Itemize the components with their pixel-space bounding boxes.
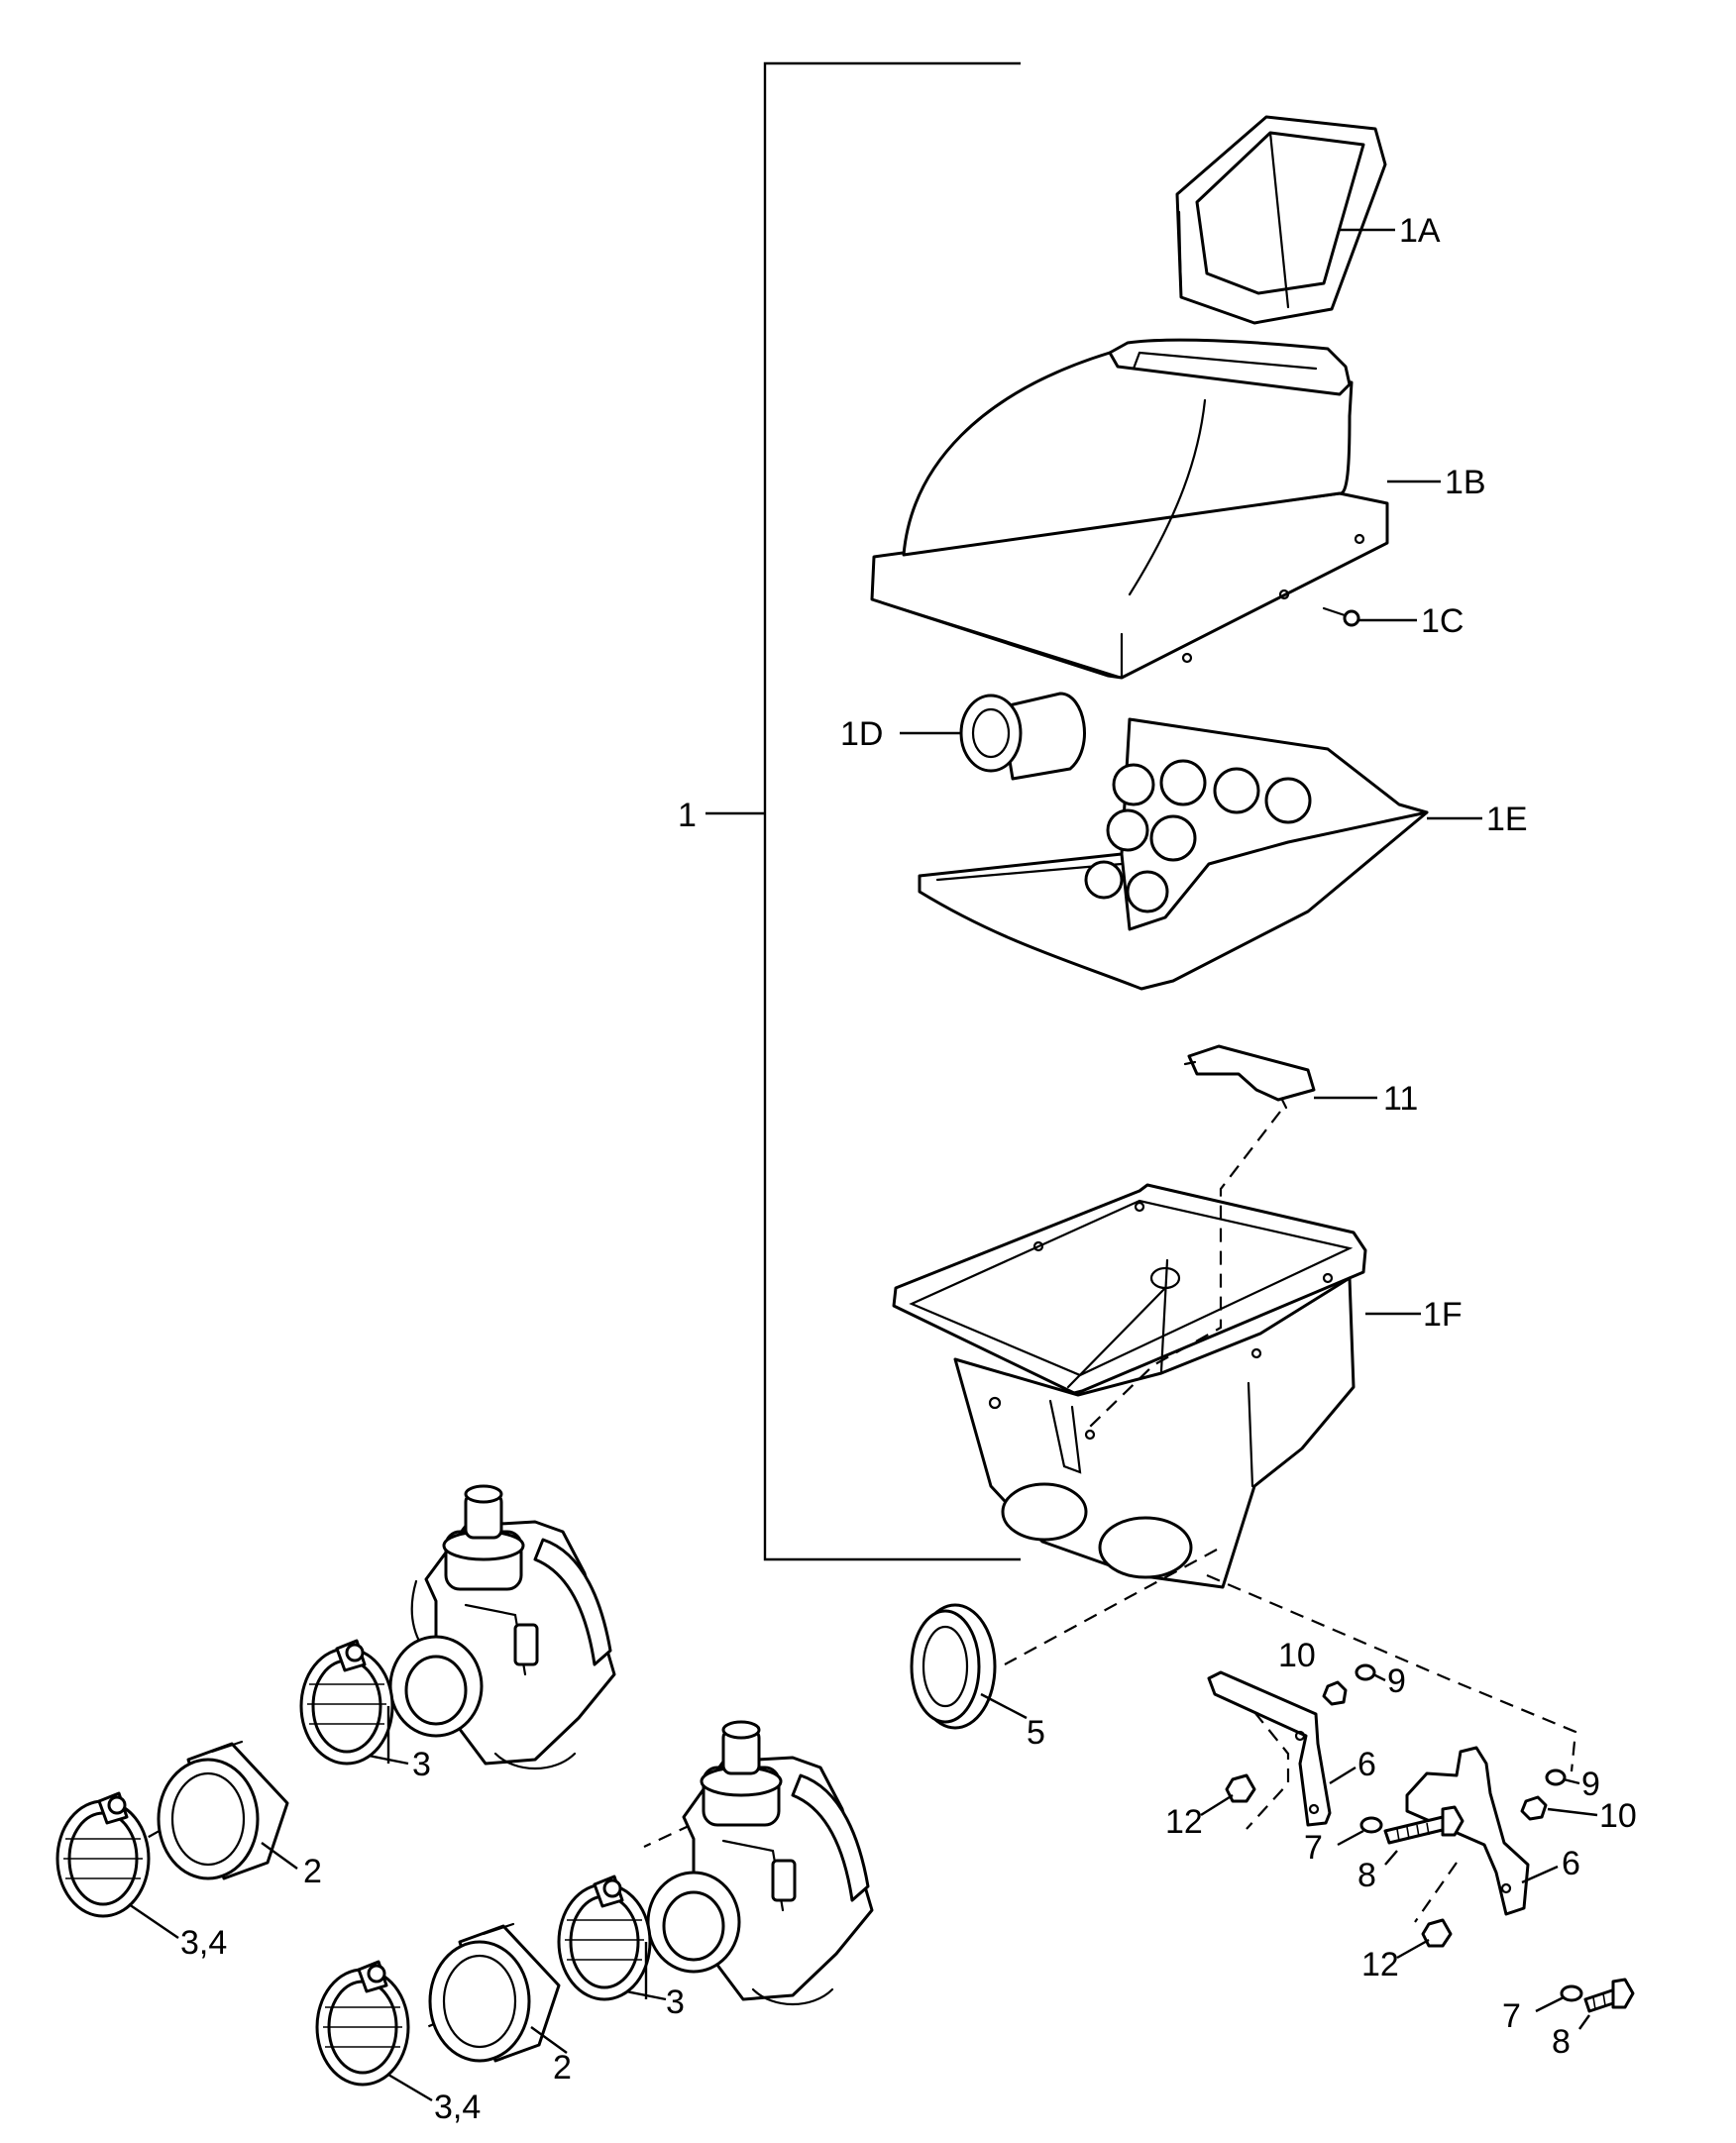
label-3-upper: 3 — [412, 1746, 431, 1783]
part-1d-tube — [900, 692, 1086, 781]
part-11-bracket-clip — [1183, 1044, 1377, 1110]
label-1: 1 — [678, 797, 697, 834]
label-8-lower: 8 — [1552, 2023, 1571, 2061]
part-1c-screw — [1322, 606, 1417, 627]
part-7-washer-upper — [1337, 1816, 1383, 1847]
part-12-nut-upper — [1200, 1773, 1256, 1817]
label-1e: 1E — [1486, 801, 1528, 838]
callout-labels: 1 1A 1B 1C 1D 1E 11 1F 5 3 2 3,4 3 2 3,4… — [180, 212, 1637, 2126]
part-3-clamp-upper — [299, 1639, 409, 1766]
part-6-bracket-left — [1207, 1670, 1356, 1827]
part-8-bolt-lower — [1578, 1978, 1635, 2030]
label-9-lower: 9 — [1581, 1766, 1600, 1803]
part-12-nut-lower — [1396, 1918, 1453, 1960]
label-6-lower: 6 — [1562, 1845, 1580, 1882]
label-34-lower: 3,4 — [434, 2089, 481, 2126]
part-3-clamp-lower — [557, 1875, 667, 2001]
part-8-bolt-upper — [1383, 1805, 1465, 1866]
part-1f-airbox-base — [892, 1183, 1421, 1589]
label-34-upper: 3,4 — [180, 1924, 227, 1962]
part-5-gasket-ring — [910, 1603, 1028, 1730]
label-9-upper: 9 — [1387, 1662, 1406, 1700]
part-6-bracket-right — [1405, 1746, 1559, 1916]
label-7-upper: 7 — [1304, 1829, 1323, 1867]
label-1d: 1D — [840, 715, 883, 753]
label-12-upper: 12 — [1165, 1803, 1203, 1841]
label-7-lower: 7 — [1502, 1997, 1521, 2035]
carburetor-upper — [388, 1484, 616, 1770]
label-2-upper: 2 — [303, 1853, 322, 1890]
label-1a: 1A — [1399, 212, 1441, 250]
label-10-upper: 10 — [1278, 1637, 1316, 1674]
label-1f: 1F — [1423, 1296, 1463, 1334]
part-10-nut-lower — [1520, 1795, 1598, 1821]
label-8-upper: 8 — [1357, 1857, 1376, 1894]
part-34-clamp-lower — [315, 1960, 433, 2102]
part-1e-filter-plate — [918, 717, 1482, 991]
label-3-lower: 3 — [666, 1983, 685, 2021]
label-6-upper: 6 — [1357, 1746, 1376, 1783]
part-2-rubber-boot-upper — [157, 1740, 298, 1880]
label-1c: 1C — [1421, 602, 1464, 640]
label-5: 5 — [1027, 1714, 1045, 1752]
label-12-lower: 12 — [1361, 1946, 1399, 1983]
label-10-lower: 10 — [1599, 1797, 1637, 1835]
carburetor-lower — [646, 1720, 874, 2006]
label-11: 11 — [1383, 1080, 1418, 1118]
part-10-nut-upper — [1322, 1680, 1348, 1706]
part-1b-airbox-cover — [870, 338, 1441, 680]
assembly-bracket — [705, 61, 1021, 1561]
part-34-clamp-upper — [55, 1791, 179, 1939]
part-2-rubber-boot-lower — [428, 1922, 568, 2063]
part-1a-intake-snorkel — [1175, 115, 1395, 325]
label-2-lower: 2 — [553, 2049, 572, 2087]
part-7-washer-lower — [1535, 1984, 1583, 2013]
label-1b: 1B — [1445, 464, 1486, 501]
part-9-washer-upper — [1355, 1663, 1386, 1682]
part-9-washer-lower — [1545, 1768, 1580, 1786]
